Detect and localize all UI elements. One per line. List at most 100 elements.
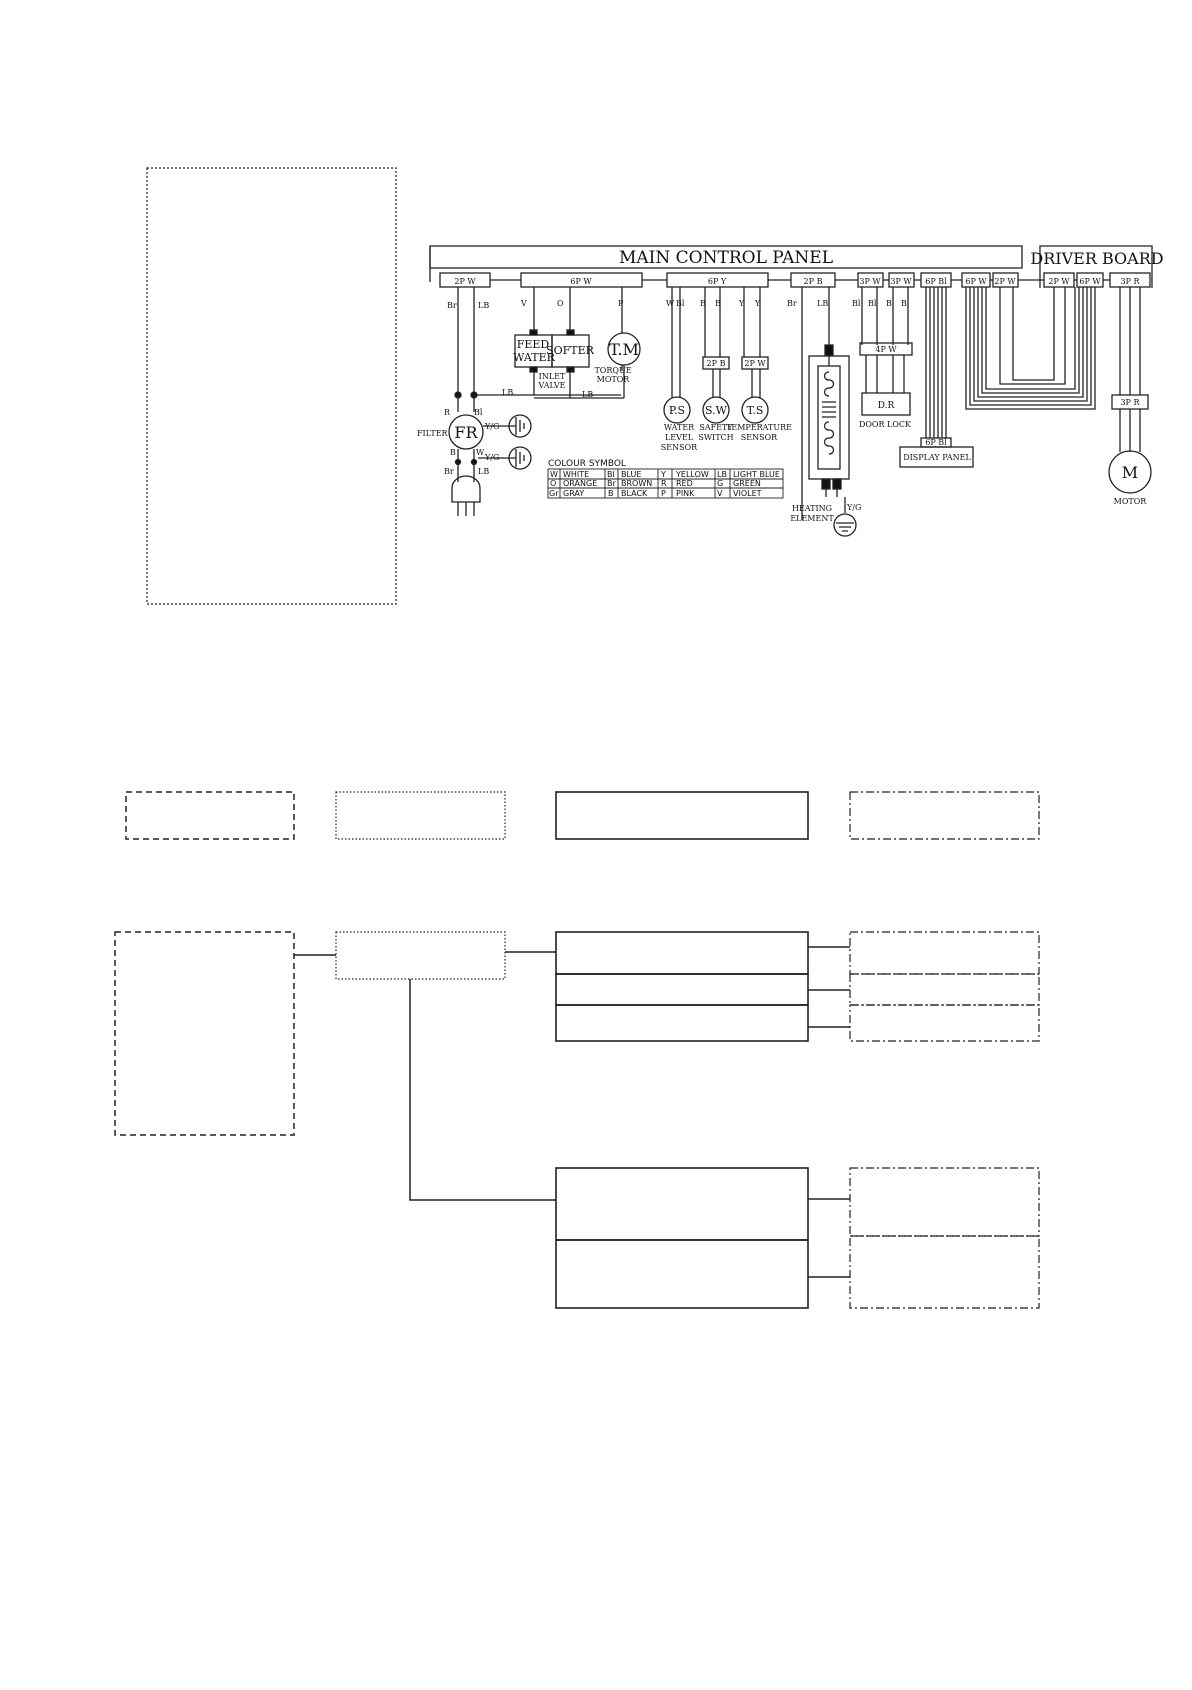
colour-code: W <box>550 470 558 479</box>
colour-name: GREEN <box>733 479 761 488</box>
mains-plug <box>451 475 481 503</box>
connector-label: 3P W <box>859 277 881 286</box>
wire-label: P <box>618 299 624 308</box>
block-legend <box>125 791 1040 840</box>
colour-code: Bl <box>607 470 615 479</box>
colour-name: GRAY <box>563 489 584 498</box>
safety-switch-label: SWITCH <box>698 433 733 442</box>
wire-label: Br <box>787 299 797 308</box>
wire-label: B <box>450 448 456 457</box>
wire-label: LB <box>478 301 489 310</box>
wire-label: O <box>557 299 564 308</box>
filter-fr-symbol <box>448 414 484 450</box>
legend-dotted-box <box>335 791 506 840</box>
wire-label: Bl <box>868 299 877 308</box>
water-level-sensor-label: LEVEL <box>665 433 694 442</box>
colour-name: BLACK <box>621 489 648 498</box>
colour-name: PINK <box>676 489 695 498</box>
display-panel-box <box>899 446 974 468</box>
wire-label: Bl <box>474 408 483 417</box>
load-block-2 <box>849 973 1040 1006</box>
torque-motor-label: TORQUE <box>594 366 631 375</box>
wire-label: Br <box>444 467 454 476</box>
wiring-labels: MAIN CONTROL PANEL DRIVER BOARD 2P W 6P … <box>417 248 1164 523</box>
safety-switch-label: SAFETY <box>699 423 733 432</box>
wire-label: Bl <box>676 299 685 308</box>
filter-symbol-label: FR <box>454 423 478 442</box>
load-block-4 <box>849 1167 1040 1237</box>
wire-label: LB <box>502 388 513 397</box>
driver-board-label: DRIVER BOARD <box>1030 249 1163 268</box>
feed-water-label: WATER <box>513 351 555 364</box>
wire-label: V <box>520 299 527 308</box>
connector-2pb-safety <box>702 356 730 370</box>
wire-label: LB <box>478 467 489 476</box>
colour-code: LB <box>717 470 727 479</box>
wire-label: LB <box>817 299 828 308</box>
connector-label: 6P W <box>570 277 592 286</box>
colour-name: BROWN <box>621 479 652 488</box>
torque-motor-label: MOTOR <box>597 375 631 384</box>
inlet-valve-label: VALVE <box>538 381 566 390</box>
door-lock-box <box>861 392 911 416</box>
door-lock-symbol-label: D.R <box>878 401 895 411</box>
control-block <box>335 931 506 980</box>
earth-symbol-1 <box>515 417 525 435</box>
colour-code: Y <box>660 470 666 479</box>
main-control-panel-label: MAIN CONTROL PANEL <box>619 248 833 268</box>
output-block-5 <box>555 1239 809 1309</box>
water-level-sensor-symbol <box>663 396 691 424</box>
connector-label: 2P W <box>454 277 476 286</box>
temperature-sensor-symbol <box>741 396 769 424</box>
legend-solid-box <box>555 791 809 840</box>
filter-label: FILTER <box>417 429 449 438</box>
water-level-sensor-label: WATER <box>664 423 695 432</box>
colour-name: LIGHT BLUE <box>733 470 780 479</box>
legend-dashdot-box <box>849 791 1040 840</box>
wire-label: B <box>715 299 721 308</box>
colour-symbol-table <box>547 468 784 499</box>
colour-code: Br <box>607 479 616 488</box>
colour-code: R <box>661 479 667 488</box>
earth-symbol-heater <box>836 522 854 532</box>
legend-dashed-box <box>125 791 295 840</box>
temperature-sensor-label: TEMPERATURE <box>726 423 792 432</box>
safety-switch-symbol-label: S.W <box>705 404 728 417</box>
colour-code: P <box>661 489 666 498</box>
connector-label: 3P W <box>890 277 912 286</box>
colour-symbol-cells: W WHITE Bl BLUE Y YELLOW LB LIGHT BLUE O… <box>549 470 780 498</box>
connector-label: 2P W <box>1048 277 1070 286</box>
colour-code: Gr <box>549 489 559 498</box>
torque-motor-symbol-label: T.M <box>609 340 639 359</box>
connector-4pw-door <box>859 342 913 356</box>
connector-label: 3P R <box>1120 277 1140 286</box>
feed-water-label: FEED <box>517 338 550 351</box>
colour-name: ORANGE <box>563 479 597 488</box>
heating-coil <box>822 371 836 455</box>
connector-label: 2P B <box>804 277 823 286</box>
driver-board-outline <box>1039 245 1153 288</box>
output-block-2 <box>555 973 809 1006</box>
connector-label: 4P W <box>875 345 897 354</box>
output-block-1 <box>555 931 809 975</box>
connector-label: 2P W <box>994 277 1016 286</box>
wire-label: R <box>444 408 451 417</box>
motor-symbol-label: M <box>1122 463 1138 482</box>
wire-label: LB <box>582 390 593 399</box>
wire-label: Y <box>754 299 761 308</box>
colour-name: RED <box>676 479 693 488</box>
wire-label: B <box>700 299 706 308</box>
load-block-5 <box>849 1235 1040 1309</box>
wire-label: W <box>666 299 675 308</box>
wire-label: Y <box>738 299 745 308</box>
earth-symbol-2 <box>515 449 525 467</box>
softer-label: SOFTER <box>546 344 595 357</box>
wire-label: Bl <box>852 299 861 308</box>
connector-label: 6P W <box>1079 277 1101 286</box>
temperature-sensor-symbol-label: T.S <box>747 404 764 417</box>
wire-label: B <box>901 299 907 308</box>
colour-name: VIOLET <box>733 489 762 498</box>
colour-code: G <box>717 479 723 488</box>
